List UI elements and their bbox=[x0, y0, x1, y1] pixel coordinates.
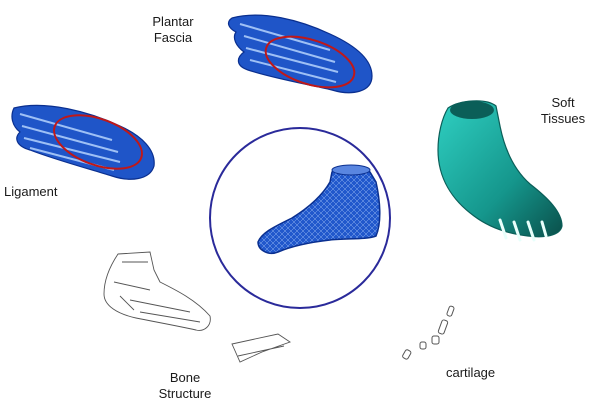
bone-structure-model bbox=[104, 252, 290, 362]
plantar-fascia-label: Plantar Fascia bbox=[138, 14, 208, 46]
cartilage-model bbox=[402, 306, 455, 360]
cartilage-piece-icon bbox=[438, 319, 448, 334]
bone-foot-icon bbox=[104, 252, 210, 330]
center-foot-mesh bbox=[210, 128, 390, 308]
plantar-fascia-model bbox=[229, 15, 372, 97]
foot-mesh-icon bbox=[258, 167, 380, 253]
bone-structure-label: Bone Structure bbox=[150, 370, 220, 402]
soft-tissues-label: Soft Tissues bbox=[532, 95, 594, 127]
cartilage-label: cartilage bbox=[446, 365, 516, 381]
ligament-model bbox=[12, 105, 154, 180]
ligament-label: Ligament bbox=[4, 184, 74, 200]
